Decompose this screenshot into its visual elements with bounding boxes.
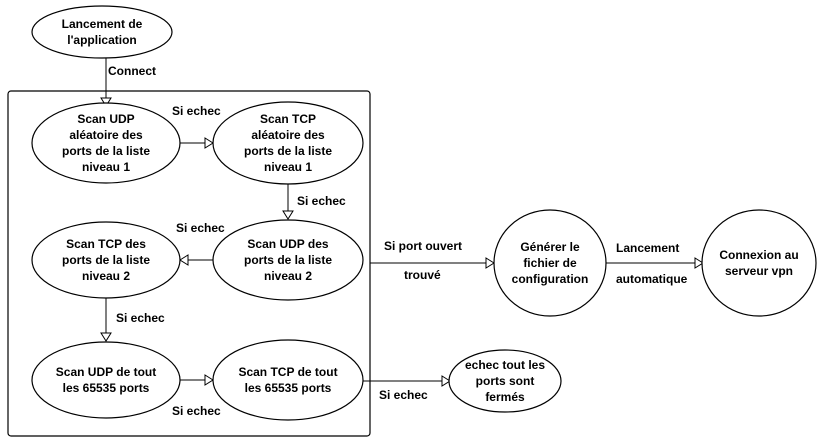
arrowhead-tcp-l2-to-udp-all: [100, 332, 112, 342]
edge-label-tcp-all-to-fail: Si echec: [379, 388, 428, 402]
edge-label-tcp-l2-to-udp-all: Si echec: [116, 311, 165, 325]
node-scan-udp-l2: Scan UDP des ports de la liste niveau 2: [212, 219, 364, 301]
arrowhead-udp-l2-to-tcp-l2: [179, 254, 189, 266]
node-scan-udp-l2-line-0: Scan UDP des: [247, 237, 328, 251]
node-fail-all-closed-line-0: echec tout les: [465, 358, 545, 372]
node-vpn-connect-line-0: Connexion au: [719, 248, 798, 262]
edge-label-frame-to-gen-config-line-0: Si port ouvert: [384, 239, 462, 253]
node-scan-tcp-random-l1-line-0: Scan TCP: [260, 112, 316, 126]
node-gen-config-line-1: fichier de: [523, 256, 577, 270]
edge-label-gen-config-to-vpn-line-1: automatique: [616, 272, 688, 286]
node-scan-tcp-l2-line-1: ports de la liste: [62, 253, 150, 267]
edge-label-frame-to-gen-config-line-1: trouvé: [404, 268, 441, 282]
edge-label-tcp-l1-to-udp-l2: Si echec: [297, 194, 346, 208]
node-fail-all-closed: echec tout les ports sont fermés: [448, 349, 562, 413]
node-fail-all-closed-line-2: fermés: [485, 390, 525, 404]
node-gen-config-line-2: configuration: [512, 272, 589, 286]
edge-labels: Connect Si echec Si echec Si echec Si ec…: [108, 64, 688, 418]
arrowhead-udp-all-to-tcp-all: [204, 374, 214, 386]
edge-label-udp-all-to-tcp-all: Si echec: [172, 404, 221, 418]
edges: [100, 58, 704, 387]
node-scan-udp-all-line-1: les 65535 ports: [63, 381, 150, 395]
node-launch: Lancement de l'application: [31, 5, 173, 59]
node-scan-udp-l2-line-1: ports de la liste: [244, 253, 332, 267]
node-launch-line-0: Lancement de: [62, 17, 143, 31]
node-fail-all-closed-line-1: ports sont: [476, 374, 535, 388]
node-scan-tcp-random-l1-line-3: niveau 1: [264, 160, 312, 174]
node-scan-tcp-random-l1: Scan TCP aléatoire des ports de la liste…: [212, 101, 364, 185]
arrowhead-frame-to-gen-config: [485, 257, 495, 269]
node-vpn-connect-line-1: serveur vpn: [725, 264, 793, 278]
edge-label-udp-l2-to-tcp-l2: Si echec: [176, 221, 225, 235]
node-scan-tcp-random-l1-line-1: aléatoire des: [251, 128, 325, 142]
node-vpn-connect: Connexion au serveur vpn: [701, 209, 817, 317]
node-scan-udp-random-l1: Scan UDP aléatoire des ports de la liste…: [31, 102, 181, 184]
node-scan-tcp-l2-line-0: Scan TCP des: [66, 237, 146, 251]
node-scan-udp-random-l1-line-0: Scan UDP: [77, 112, 134, 126]
node-scan-udp-all-line-0: Scan UDP de tout: [56, 365, 156, 379]
arrowhead-tcp-all-to-fail: [441, 375, 451, 387]
arrowhead-udp-l1-to-tcp-l1: [204, 137, 214, 149]
node-scan-udp-l2-line-2: niveau 2: [264, 269, 312, 283]
edge-label-launch-to-scan: Connect: [108, 64, 156, 78]
node-scan-udp-random-l1-line-3: niveau 1: [82, 160, 130, 174]
edge-label-gen-config-to-vpn-line-0: Lancement: [616, 241, 679, 255]
edge-label-udp-l1-to-tcp-l1: Si echec: [172, 104, 221, 118]
node-scan-tcp-random-l1-line-2: ports de la liste: [244, 144, 332, 158]
node-gen-config-line-0: Générer le: [520, 240, 580, 254]
node-launch-line-1: l'application: [67, 33, 137, 47]
node-scan-tcp-l2: Scan TCP des ports de la liste niveau 2: [31, 221, 181, 299]
arrowhead-launch-to-scan: [100, 97, 112, 107]
node-gen-config: Générer le fichier de configuration: [493, 209, 607, 317]
node-scan-tcp-all-line-1: les 65535 ports: [245, 381, 332, 395]
arrowhead-gen-config-to-vpn: [694, 257, 704, 269]
node-scan-tcp-all: Scan TCP de tout les 65535 ports: [212, 339, 364, 421]
node-scan-udp-random-l1-line-1: aléatoire des: [69, 128, 143, 142]
nodes: Lancement de l'application Scan UDP aléa…: [31, 5, 817, 421]
node-scan-tcp-all-line-0: Scan TCP de tout: [238, 365, 337, 379]
node-scan-tcp-l2-line-2: niveau 2: [82, 269, 130, 283]
node-scan-udp-all: Scan UDP de tout les 65535 ports: [31, 341, 181, 419]
node-scan-udp-random-l1-line-2: ports de la liste: [62, 144, 150, 158]
arrowhead-tcp-l1-to-udp-l2: [282, 210, 294, 220]
